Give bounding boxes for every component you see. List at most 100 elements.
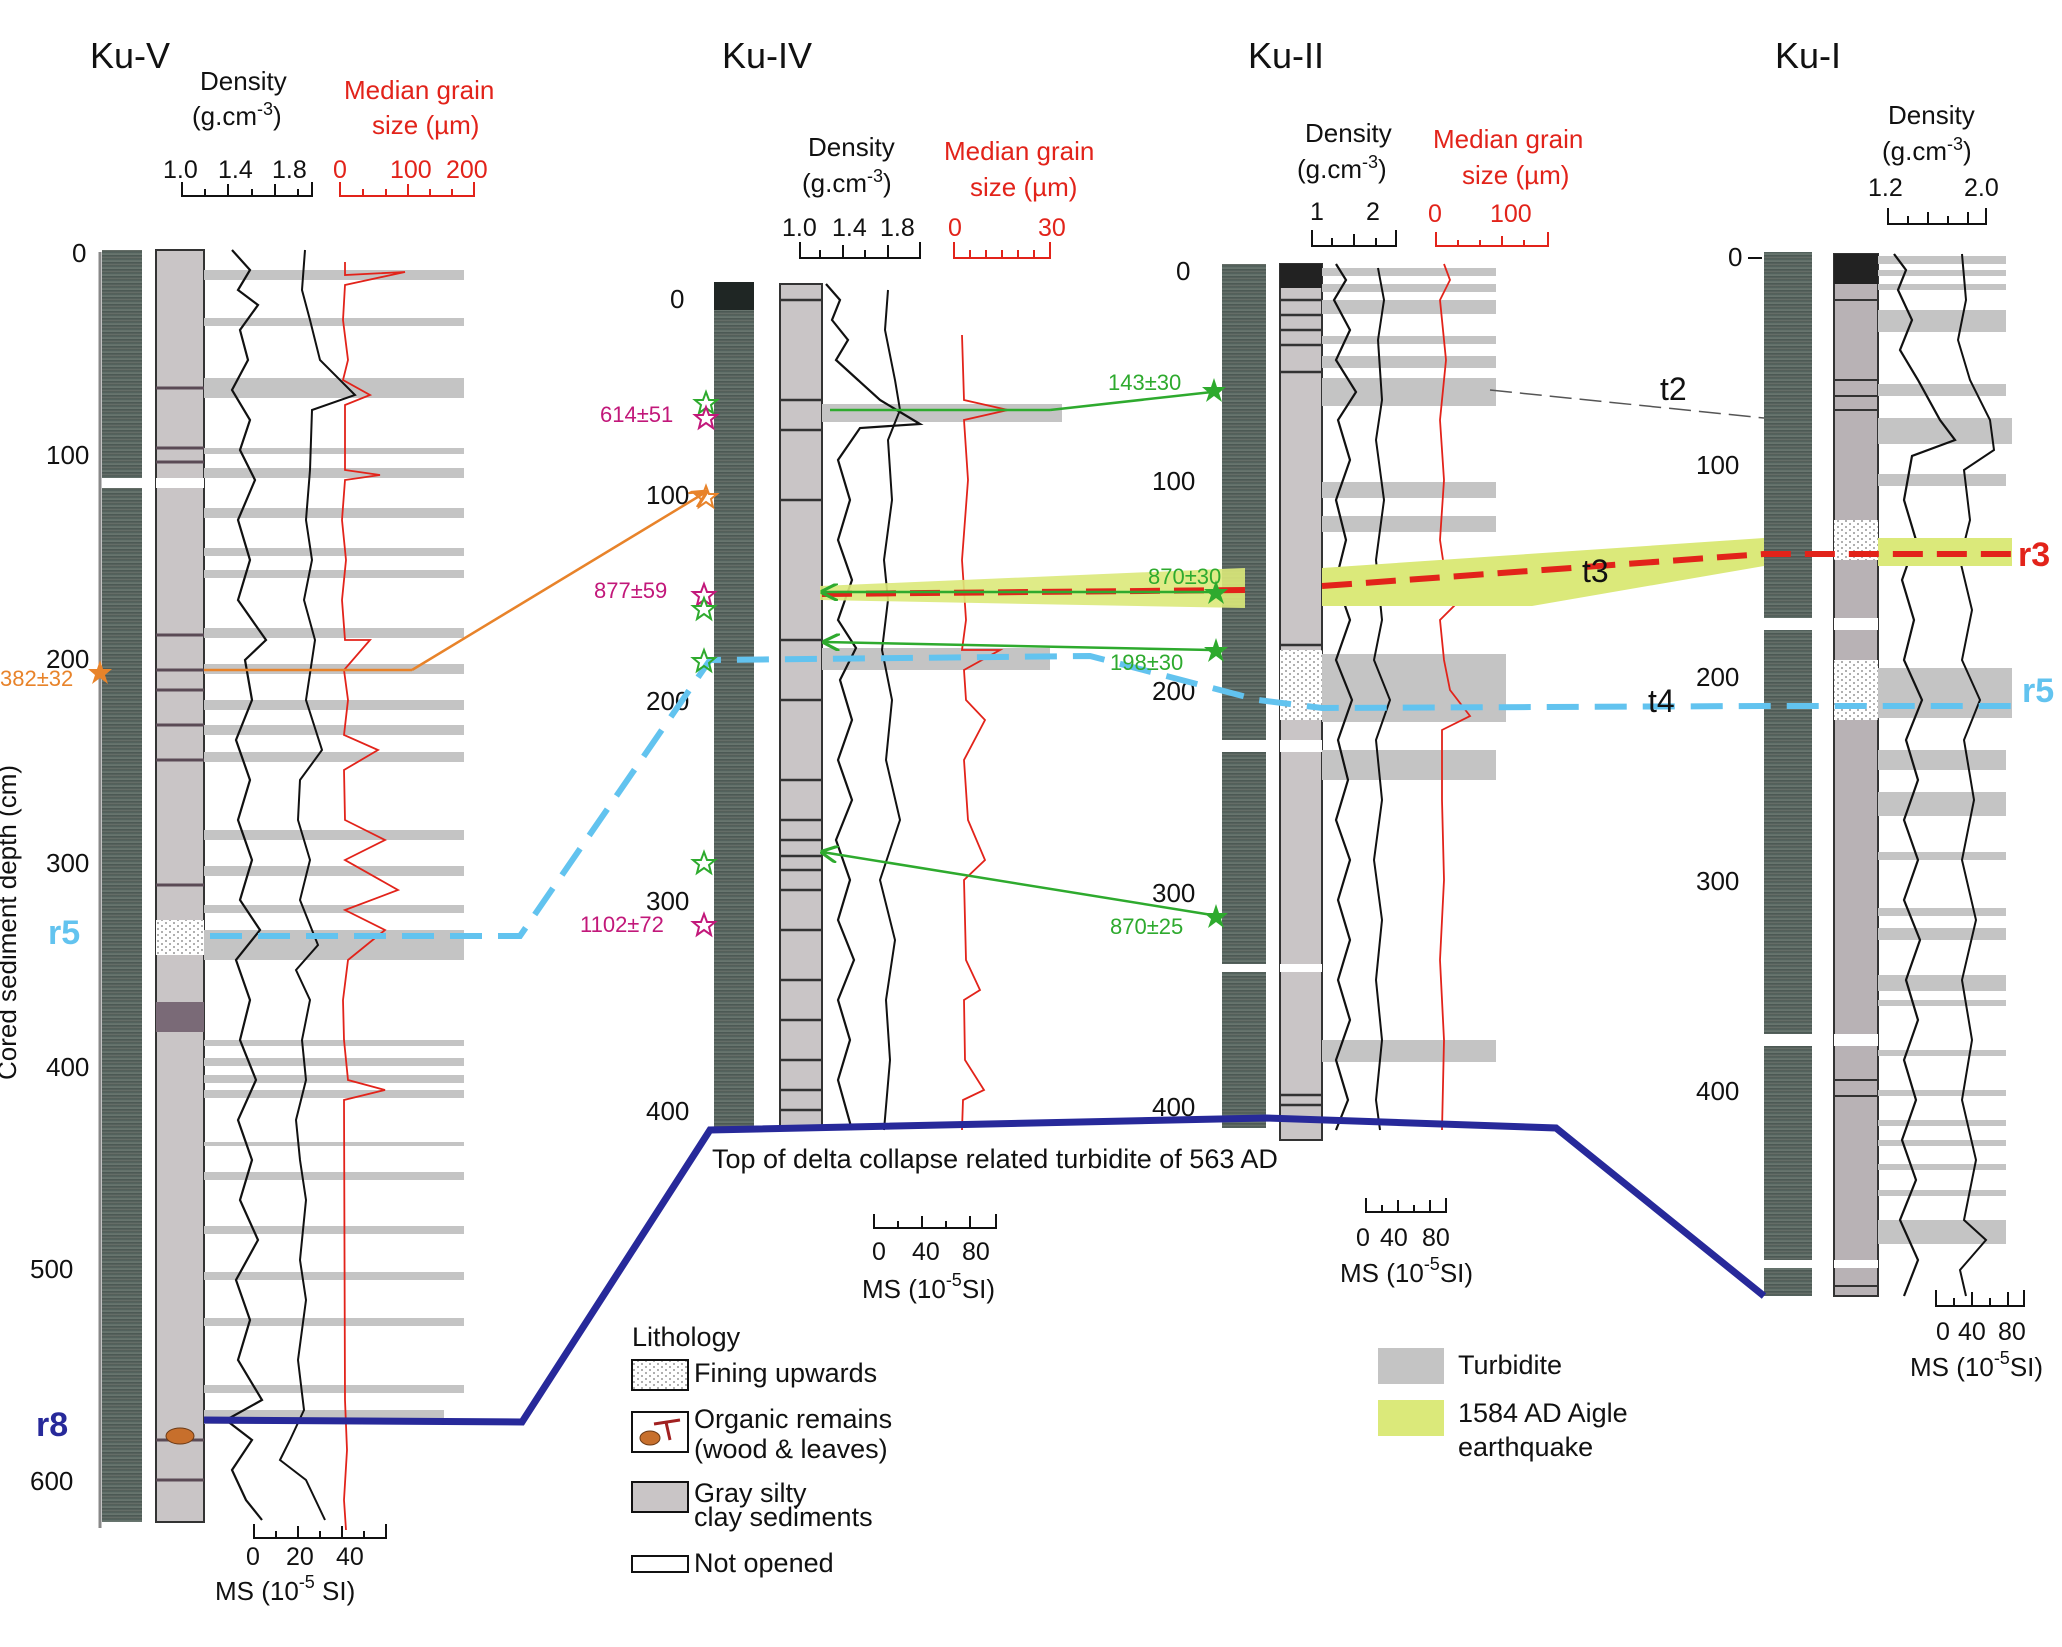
date-ku-v-orange: 382±32 [0,666,73,691]
lithology-legend: Lithology Fining upwards Organic remains… [631,1322,892,1578]
ku-iv-depth-axis: 0 100 200 300 400 [646,284,689,1126]
event-legend: Turbidite 1584 AD Aigle earthquake [1378,1348,1628,1462]
legend-aigle-swatch [1378,1400,1444,1436]
date-ku-ii-870-25: 870±25 [1110,914,1183,939]
delta-collapse-annotation: Top of delta collapse related turbidite … [712,1144,1278,1174]
ku-i-density-header: Density (g.cm-3) 1.2 2.0 [1868,100,1999,225]
label-t3: t3 [1582,553,1609,589]
ku-iv-density-header: Density (g.cm-3) 1.0 1.4 1.8 [782,132,921,259]
ku-v-ms-tick-3: 40 [336,1543,364,1571]
date-ku-iv-877: 877±59 [594,578,667,603]
ku-ii-grain-tick-2: 100 [1490,200,1532,228]
ku-i-ms-label: MS (10-5SI) [1910,1348,2043,1382]
ku-i-turbidite-bands [1878,256,2012,1244]
ku-i-ms-tick-3: 80 [1998,1318,2026,1346]
ku-ii-depth-0: 0 [1176,256,1190,286]
ku-i-density-label: Density [1888,100,1975,130]
legend-organic-label-2: (wood & leaves) [694,1434,888,1464]
ku-iv-ms-tick-1: 0 [872,1238,886,1266]
ku-i-ms-tick-2: 40 [1958,1318,1986,1346]
ku-ii-turbidite-bands [1322,268,1506,1062]
ku-v-grain-label-2: size (µm) [372,110,479,140]
legend-turbidite-swatch [1378,1348,1444,1384]
ku-ii-ms-tick-2: 40 [1380,1224,1408,1252]
ku-iv-lithology-column [779,283,823,1129]
ku-v-density-tick-1: 1.0 [163,156,198,184]
ku-ii-density-tick-2: 2 [1366,198,1380,226]
legend-organic-label-1: Organic remains [694,1404,892,1434]
orange-correlation-arrow [411,492,706,672]
ku-iv-depth-0: 0 [670,284,684,314]
green-arrow-198-30 [824,642,1213,652]
legend-fining-label: Fining upwards [694,1358,877,1388]
ku-v-grain-label: Median grain [344,75,494,105]
label-r5-right: r5 [2022,672,2054,710]
ku-ii-ms-axis: 0 40 80 MS (10-5SI) [1340,1198,1473,1288]
ku-i-density-unit: (g.cm-3) [1882,134,1972,166]
ku-v-core-photo [102,250,142,1522]
r8-line [203,1114,1767,1426]
label-r3: r3 [2018,536,2050,574]
green-arrow-870-25 [822,852,1213,917]
ku-v-depth-500: 500 [30,1254,73,1284]
ku-ii-grain-label-2: size (µm) [1462,160,1569,190]
ku-v-grain-tick-3: 200 [446,156,488,184]
ku-v-density-tick-3: 1.8 [272,156,307,184]
label-r5-left: r5 [48,914,80,952]
ku-v-depth-axis: 0 100 200 300 400 500 600 [30,238,102,1528]
ku-i-depth-200: 200 [1696,662,1739,692]
ku-v-depth-300: 300 [46,848,89,878]
ku-i-depth-100: 100 [1696,450,1739,480]
ku-i-ms-tick-1: 0 [1936,1318,1950,1346]
core-title-ku-iv: Ku-IV [722,35,812,76]
label-r8: r8 [36,1406,68,1444]
date-ku-ii-198: 198±30 [1110,650,1183,675]
ku-i-density-tick-2: 2.0 [1964,174,1999,202]
ku-iv-ms-tick-3: 80 [962,1238,990,1266]
ku-v-depth-0: 0 [72,238,86,268]
legend-gray-label-2: clay sediments [694,1502,873,1532]
ku-ii-ms-label: MS (10-5SI) [1340,1254,1473,1288]
ku-iv-depth-300: 300 [646,886,689,916]
ku-ii-grain-label: Median grain [1433,124,1583,154]
ku-v-depth-100: 100 [46,440,89,470]
ku-v-density-header: Density (g.cm-3) 1.0 1.4 1.8 [163,66,313,197]
ku-v-density-tick-2: 1.4 [218,156,253,184]
ku-iv-grain-label-2: size (µm) [970,172,1077,202]
ku-v-depth-200: 200 [46,644,89,674]
t2-line [1489,389,1765,419]
ku-iv-ms-axis: 0 40 80 MS (10-5SI) [862,1214,997,1304]
date-ku-ii-143: 143±30 [1108,370,1181,395]
ku-i-depth-0: 0 [1728,242,1742,272]
legend-notopened-swatch [631,1555,689,1573]
date-ku-iv-614: 614±51 [600,402,673,427]
ku-i-density-tick-1: 1.2 [1868,174,1903,202]
ku-iv-density-tick-2: 1.4 [832,214,867,242]
ku-iv-ms-label: MS (10-5SI) [862,1270,995,1304]
ku-ii-density-label: Density [1305,118,1392,148]
r3-line [821,551,2012,597]
legend-aigle-label-2: earthquake [1458,1432,1593,1462]
legend-gray-swatch [631,1481,689,1513]
ku-iv-grain-tick-1: 0 [948,214,962,242]
ku-v-grain-tick-2: 100 [390,156,432,184]
legend-fining-swatch [631,1359,689,1391]
ku-iv-density-unit: (g.cm-3) [802,166,892,198]
ku-ii-depth-axis: 0 100 200 300 400 [1152,256,1195,1122]
ku-v-ms-tick-2: 20 [286,1543,314,1571]
ku-i-core-photo [1764,252,1812,1296]
ku-v-depth-600: 600 [30,1466,73,1496]
legend-turbidite-label: Turbidite [1458,1350,1562,1380]
core-title-ku-ii: Ku-II [1248,35,1324,76]
ku-i-depth-axis: 0 100 200 300 400 [1696,242,1762,1106]
ku-i-depth-300: 300 [1696,866,1739,896]
date-ku-ii-870-30: 870±30 [1148,564,1221,589]
ku-v-grain-tick-1: 0 [333,156,347,184]
ku-iv-turbidite-bands [822,404,1062,670]
ku-ii-grain-header: Median grain size (µm) 0 100 [1428,124,1583,247]
ku-iv-density-label: Density [808,132,895,162]
date-ku-iv-1102: 1102±72 [580,912,664,937]
core-title-ku-i: Ku-I [1775,35,1841,76]
ku-v-ms-tick-1: 0 [246,1543,260,1571]
